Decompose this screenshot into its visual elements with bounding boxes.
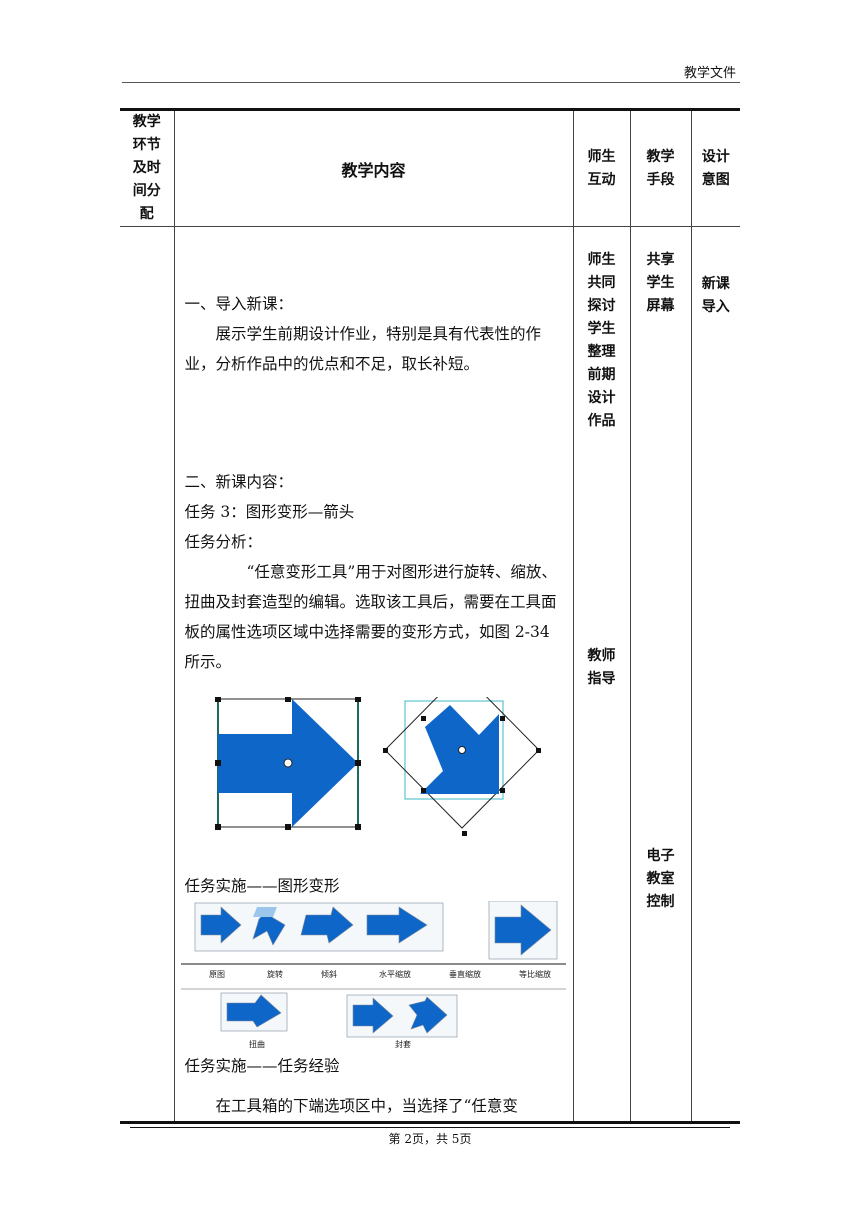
- stage-cell: [120, 226, 175, 1124]
- analysis-heading: 任务分析：: [184, 533, 263, 551]
- caption-uniform: 等比缩放: [519, 969, 551, 979]
- caption-distort: 扭曲: [249, 1039, 265, 1049]
- analysis-body: “任意变形工具”用于对图形进行旋转、缩放、扭曲及封套造型的编辑。选取该工具后，需…: [184, 563, 557, 671]
- lesson-content: 一、导入新课： 展示学生前期设计作业，特别是具有代表性的作业，分析作品中的优点和…: [175, 227, 573, 1121]
- caption-skew: 倾斜: [321, 969, 337, 979]
- means-top: 共享 学生 屏幕: [646, 252, 675, 314]
- caption-rotate: 旋转: [267, 969, 283, 979]
- caption-original: 原图: [209, 970, 225, 979]
- transform-handles-figure: [214, 697, 541, 836]
- closing-text: 在工具箱的下端选项区中，当选择了“任意变: [215, 1097, 518, 1115]
- content-cell: 一、导入新课： 展示学生前期设计作业，特别是具有代表性的作业，分析作品中的优点和…: [173, 226, 574, 1124]
- table-header-row: 教学 环节 及时 间分 配 教学内容 师生 互动 教学 手段 设计 意图: [120, 108, 740, 227]
- intent-cell: 新课 导入: [690, 226, 740, 1124]
- transform-types-figure: 原图 旋转 倾斜 水平缩放 垂直缩放 等比缩放 扭曲: [180, 901, 566, 1049]
- intent-top: 新课 导入: [701, 276, 730, 315]
- col-header-interaction: 师生 互动: [572, 108, 631, 227]
- footer-rule-thin: [130, 1127, 730, 1128]
- scaled-arrow-figure: [214, 697, 361, 830]
- interaction-top: 师生 共同 探讨 学生 整理 前期 设计 作品: [587, 252, 616, 429]
- intro-body: 展示学生前期设计作业，特别是具有代表性的作业，分析作品中的优点和不足，取长补短。: [184, 325, 542, 373]
- means-cell: 共享 学生 屏幕 电子 教室 控制: [629, 226, 692, 1124]
- footer-rule-thick: [130, 1121, 730, 1124]
- intro-heading: 一、导入新课：: [184, 295, 294, 313]
- impl-heading-transform: 任务实施——图形变形: [184, 877, 340, 895]
- page-number: 第 2页，共 5页: [388, 1132, 472, 1146]
- means-bottom: 电子 教室 控制: [646, 848, 675, 910]
- col-header-intent: 设计 意图: [690, 108, 740, 227]
- header-rule: [122, 82, 740, 83]
- task-title: 任务 3：图形变形—箭头: [184, 503, 355, 521]
- lesson-table: 教学 环节 及时 间分 配 教学内容 师生 互动 教学 手段 设计 意图 一、导…: [120, 108, 740, 1124]
- col-header-means: 教学 手段: [629, 108, 692, 227]
- caption-vscale: 垂直缩放: [449, 969, 481, 979]
- document-header-title: 教学文件: [683, 66, 736, 81]
- caption-envelope: 封套: [395, 1039, 411, 1049]
- col-header-stage: 教学 环节 及时 间分 配: [120, 108, 175, 227]
- impl-heading-experience: 任务实施——任务经验: [184, 1057, 340, 1075]
- interaction-bottom: 教师 指导: [587, 648, 616, 687]
- interaction-cell: 师生 共同 探讨 学生 整理 前期 设计 作品 教师 指导: [572, 226, 631, 1124]
- new-lesson-heading: 二、新课内容：: [184, 473, 294, 491]
- table-body-row: 一、导入新课： 展示学生前期设计作业，特别是具有代表性的作业，分析作品中的优点和…: [120, 226, 740, 1124]
- col-header-content: 教学内容: [173, 108, 574, 227]
- rotated-arrow-figure: [382, 697, 541, 836]
- caption-hscale: 水平缩放: [379, 969, 411, 979]
